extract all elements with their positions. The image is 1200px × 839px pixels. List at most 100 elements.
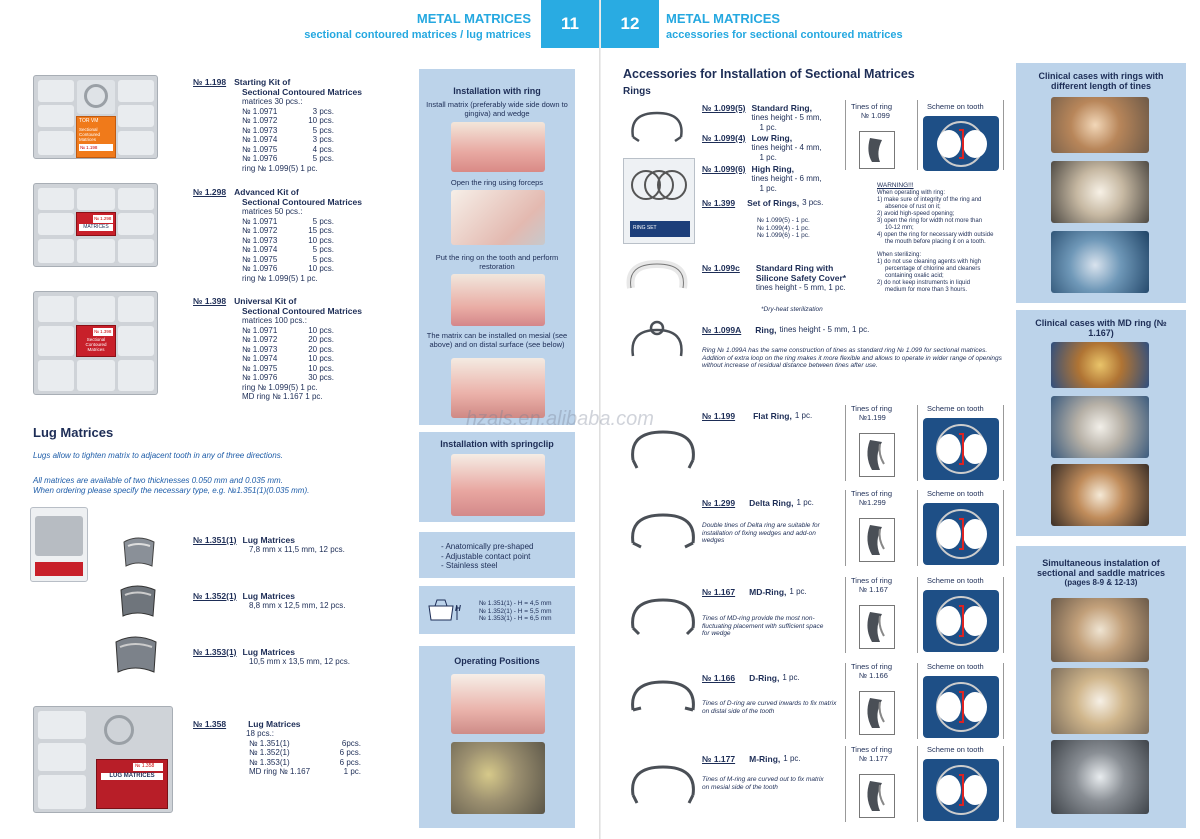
scheme-1177 (923, 759, 999, 821)
lug-description-3: When ordering please specify the necessa… (33, 486, 310, 495)
right-header: METAL MATRICES accessories for sectional… (666, 12, 903, 42)
warning-block: WARNING!!! When operating with ring: 1) … (877, 182, 994, 293)
step1-photo (451, 122, 545, 172)
flat-ring-icon (631, 430, 695, 469)
tines-label: Tines of ring (851, 489, 892, 498)
simultaneous-panel: Simultaneous instalation of sectional an… (1016, 546, 1186, 828)
lug-matrix-1353-icon (115, 636, 157, 673)
product-1-0995: № 1.099(5) Standard Ring,tines height - … (702, 103, 822, 132)
tines-code: №1.199 (859, 413, 886, 422)
product-1-0996: № 1.099(6) High Ring,tines height - 6 mm… (702, 164, 822, 193)
left-header-title: METAL MATRICES (416, 11, 531, 26)
clinical-md-photo-2 (1051, 396, 1149, 458)
product-1-177: № 1.177 M-Ring,1 pc. (702, 754, 801, 764)
right-header-subtitle: accessories for sectional contoured matr… (666, 29, 903, 41)
simultaneous-photo-3 (1051, 740, 1149, 814)
tines-image-1166 (859, 691, 895, 735)
tines-image-1199 (859, 433, 895, 477)
right-header-title: METAL MATRICES (666, 11, 781, 26)
tines-1099-image (859, 131, 895, 169)
lug-1353-info: № 1.353(1)Lug Matrices 10,5 mm x 13,5 mm… (193, 647, 350, 666)
scheme-label: Scheme on tooth (927, 662, 984, 671)
installation-with-ring-panel: Installation with ring Install matrix (p… (419, 69, 575, 425)
ring-set-photo: RING SET (623, 158, 695, 244)
left-page-number: 11 (541, 0, 599, 48)
kit-1198-code: № 1.198 (193, 77, 227, 87)
step4-photo (451, 358, 545, 418)
left-header-subtitle: sectional contoured matrices / lug matri… (304, 29, 531, 41)
lug-matrix-1352-icon (120, 585, 156, 617)
lug-1352-info: № 1.352(1)Lug Matrices 8,8 mm x 12,5 mm,… (193, 591, 346, 610)
product-1-0994: № 1.099(4) Low Ring,tines height - 4 mm,… (702, 133, 822, 162)
lug-description-1: Lugs allow to tighten matrix to adjacent… (33, 451, 283, 460)
lug-pack-photo (30, 507, 88, 582)
simultaneous-photo-1 (1051, 598, 1149, 662)
operating-photo-1 (451, 674, 545, 734)
product-1-166: № 1.166 D-Ring,1 pc. (702, 673, 800, 683)
scheme-label: Scheme on tooth (927, 404, 984, 413)
installation-springclip-panel: Installation with springclip (419, 432, 575, 522)
clinical-ring-photo-1 (1051, 97, 1149, 153)
kit-1298-info: № 1.298 Advanced Kit of Sectional Contou… (193, 187, 362, 283)
kit-1398-box: № 1.398 Sectional Contoured Matrices (76, 325, 116, 357)
tines-label: Tines of ring (851, 662, 892, 671)
right-page: 12 METAL MATRICES accessories for sectio… (601, 0, 1200, 839)
scheme-label: Scheme on tooth (927, 576, 984, 585)
clinical-md-photo-3 (1051, 464, 1149, 526)
standard-ring-icon (631, 111, 683, 143)
ring-a-note: Ring № 1.099A has the same construction … (702, 347, 1002, 369)
ring-a-icon (631, 320, 683, 357)
step2-photo (451, 190, 545, 245)
tines-image-1177 (859, 774, 895, 818)
features-panel: - Anatomically pre-shaped - Adjustable c… (419, 532, 575, 578)
springclip-photo (451, 454, 545, 516)
silicone-ring-icon (626, 259, 688, 289)
installation-with-ring-title: Installation with ring (453, 86, 541, 96)
d-note: Tines of D-ring are curved inwards to fi… (702, 700, 837, 715)
product-1-199: № 1.199 Flat Ring,1 pc. (702, 411, 813, 421)
delta-note: Double tines of Delta ring are suitable … (702, 522, 820, 544)
rings-label: Rings (623, 86, 651, 97)
dry-heat-note: *Dry-heat sterilization (761, 306, 823, 313)
scheme-1167 (923, 590, 999, 652)
accessories-title: Accessories for Installation of Sectiona… (623, 67, 915, 81)
product-1-399: № 1.399 Set of Rings,3 pcs. (702, 198, 824, 208)
kit-1198-box: TOR VM Sectional Contoured Matrices № 1.… (76, 116, 116, 158)
tines-code: № 1.166 (859, 671, 888, 680)
product-1-099a: № 1.099A Ring,tines height - 5 mm, 1 pc. (702, 325, 870, 335)
tines-code: №1.299 (859, 498, 886, 507)
scheme-label: Scheme on tooth (927, 489, 984, 498)
tines-image-1167 (859, 605, 895, 649)
page-fold (599, 0, 601, 839)
delta-ring-icon (631, 513, 695, 549)
lug-height-diagram-icon (428, 599, 458, 621)
right-page-number: 12 (601, 0, 659, 48)
scheme-1099 (923, 116, 999, 171)
tines-code: № 1.167 (859, 585, 888, 594)
lug-1351-info: № 1.351(1)Lug Matrices 7,8 mm x 11,5 mm,… (193, 535, 345, 554)
clinical-md-panel: Clinical cases with MD ring (№ 1.167) (1016, 310, 1186, 536)
lug-height-panel: H № 1.351(1) - H = 4,5 mm № 1.352(1) - H… (419, 586, 575, 634)
lug-kit-1358-tray-photo: № 1.358 LUG MATRICES (33, 706, 173, 813)
product-1-167: № 1.167 MD-Ring,1 pc. (702, 587, 807, 597)
scheme-1166 (923, 676, 999, 738)
kit-1298-box: № 1.298 MATRICES (76, 212, 116, 236)
product-1-299: № 1.299 Delta Ring,1 pc. (702, 498, 814, 508)
watermark: hzals.en.alibaba.com (466, 408, 654, 430)
kit-1398-tray-photo: № 1.398 Sectional Contoured Matrices (33, 291, 158, 395)
tines-code: № 1.177 (859, 754, 888, 763)
step3-photo (451, 274, 545, 326)
left-page: METAL MATRICES sectional contoured matri… (0, 0, 599, 839)
operating-photo-2 (451, 742, 545, 814)
kit-1398-info: № 1.398 Universal Kit of Sectional Conto… (193, 296, 362, 401)
clinical-ring-photo-3 (1051, 231, 1149, 293)
clinical-ring-photo-2 (1051, 161, 1149, 223)
lug-description-2: All matrices are available of two thickn… (33, 476, 283, 485)
tines-label: Tines of ring (851, 576, 892, 585)
kit-1398-code: № 1.398 (193, 296, 227, 306)
